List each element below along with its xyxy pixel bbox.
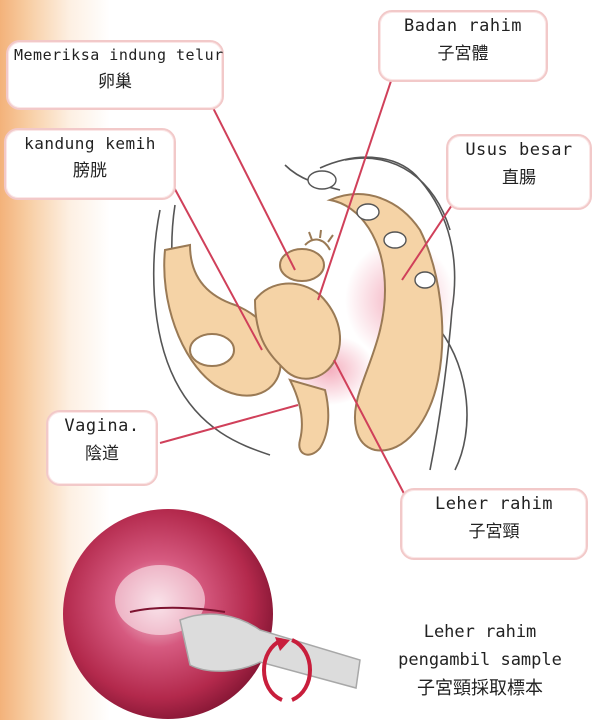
- label-bladder: kandung kemih 膀胱: [4, 128, 176, 200]
- label-cervix-cjk: 子宮頸: [408, 517, 580, 542]
- label-ovary-cjk: 卵巢: [14, 67, 216, 92]
- label-sampler-cjk: 子宮頸採取標本: [370, 674, 590, 700]
- vagina-shape: [290, 380, 328, 455]
- label-cervix: Leher rahim 子宮頸: [400, 488, 588, 560]
- rectum-shape: [330, 194, 442, 450]
- label-uterus: Badan rahim 子宮體: [378, 10, 548, 82]
- label-sampler: Leher rahim pengambil sample 子宮頸採取標本: [370, 618, 590, 700]
- label-vagina-latin: Vagina.: [54, 416, 150, 436]
- label-bladder-latin: kandung kemih: [12, 134, 168, 153]
- label-bladder-cjk: 膀胱: [12, 156, 168, 181]
- fallopian-tube: [305, 230, 333, 250]
- label-cervix-latin: Leher rahim: [408, 494, 580, 514]
- label-uterus-latin: Badan rahim: [386, 16, 540, 36]
- label-rectum: Usus besar 直腸: [446, 134, 592, 210]
- label-rectum-latin: Usus besar: [454, 140, 584, 160]
- label-vagina: Vagina. 陰道: [46, 410, 158, 486]
- label-uterus-cjk: 子宮體: [386, 39, 540, 64]
- label-vagina-cjk: 陰道: [54, 439, 150, 464]
- label-ovary: Memeriksa indung telur 卵巢: [6, 40, 224, 110]
- label-rectum-cjk: 直腸: [454, 163, 584, 188]
- pubic-bone: [190, 334, 234, 366]
- label-sampler-line2: pengambil sample: [370, 646, 590, 674]
- label-sampler-line1: Leher rahim: [370, 618, 590, 646]
- label-ovary-latin: Memeriksa indung telur: [14, 46, 216, 64]
